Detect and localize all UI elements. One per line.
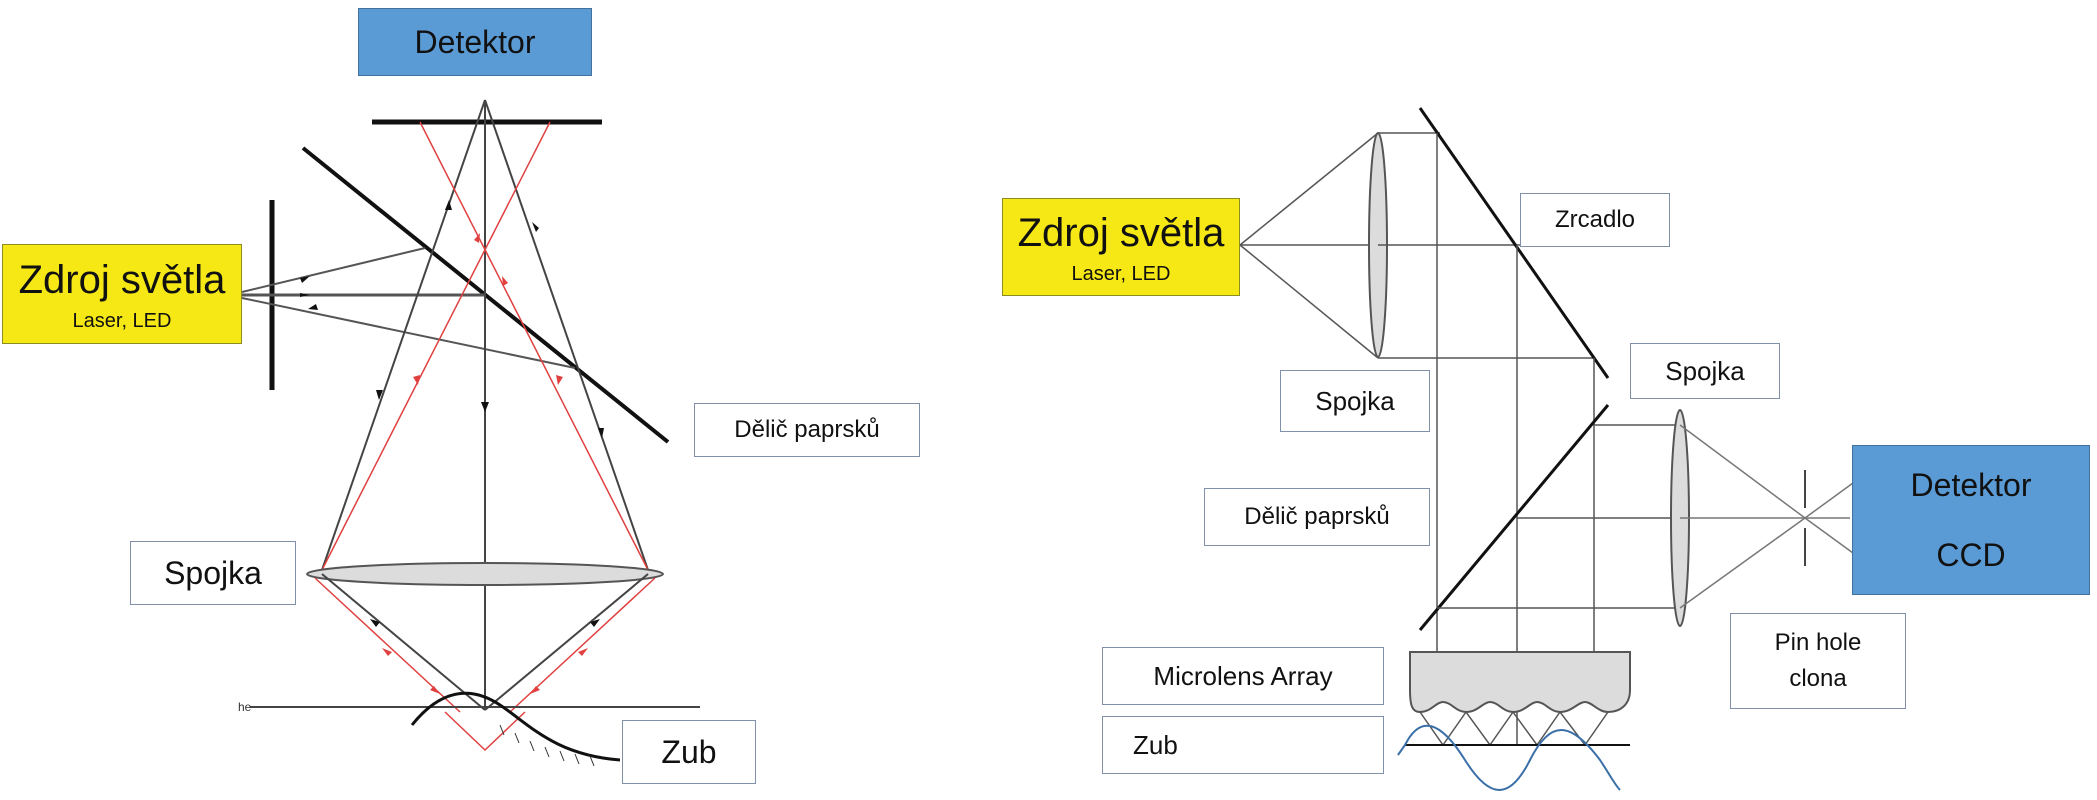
right-lens-left-label: Spojka <box>1280 370 1430 432</box>
right-tooth-label: Zub <box>1102 716 1384 774</box>
right-mirror-label: Zrcadlo <box>1520 193 1670 247</box>
right-detector-ccd-box: Detektor CCD <box>1852 445 2090 595</box>
left-tooth-label: Zub <box>622 720 756 784</box>
right-tooth-text: Zub <box>1133 729 1178 760</box>
right-mirror-line <box>1418 107 1610 379</box>
left-lens-shape <box>306 562 664 586</box>
right-source-title: Zdroj světla <box>1017 210 1225 255</box>
left-lens-label: Spojka <box>130 541 296 605</box>
right-lens-left-text: Spojka <box>1315 385 1395 416</box>
right-ccd-text: CCD <box>1936 537 2006 573</box>
right-beam-splitter-line <box>1418 404 1610 631</box>
left-detector-label: Detektor <box>358 8 592 76</box>
right-mirror-text: Zrcadlo <box>1554 206 1636 233</box>
right-tooth-curve <box>1397 724 1621 791</box>
left-axis-mark: he <box>238 700 252 714</box>
right-pinhole-text-1: Pin hole <box>1774 629 1862 656</box>
left-beam-splitter-text: Dělič paprsků <box>734 416 880 443</box>
right-beam-splitter-label: Dělič paprsků <box>1204 488 1430 546</box>
right-microlens-text: Microlens Array <box>1153 660 1333 691</box>
left-lens-text: Spojka <box>164 555 262 591</box>
right-pinhole-text-2: clona <box>1789 665 1847 692</box>
right-pinhole-label: Pin hole clona <box>1730 613 1906 709</box>
left-detector-text: Detektor <box>414 24 536 60</box>
left-optics <box>241 99 700 767</box>
left-tooth-text: Zub <box>661 734 717 770</box>
left-source-title: Zdroj světla <box>18 257 226 302</box>
right-detector-text: Detektor <box>1910 467 2032 503</box>
right-beam-splitter-text: Dělič paprsků <box>1244 503 1390 530</box>
left-source-subtitle: Laser, LED <box>72 309 172 332</box>
right-lens-right-text: Spojka <box>1665 355 1745 386</box>
microlens-array-shape <box>1409 651 1631 714</box>
left-beam-splitter-label: Dělič paprsků <box>694 403 920 457</box>
left-light-source-box: Zdroj světla Laser, LED <box>2 244 242 344</box>
right-optics <box>1239 107 1854 791</box>
right-microlens-label: Microlens Array <box>1102 647 1384 705</box>
left-tooth-curve <box>410 691 621 762</box>
right-light-source-box: Zdroj světla Laser, LED <box>1002 198 1240 296</box>
right-lens-right-label: Spojka <box>1630 343 1780 399</box>
right-source-subtitle: Laser, LED <box>1071 262 1171 285</box>
